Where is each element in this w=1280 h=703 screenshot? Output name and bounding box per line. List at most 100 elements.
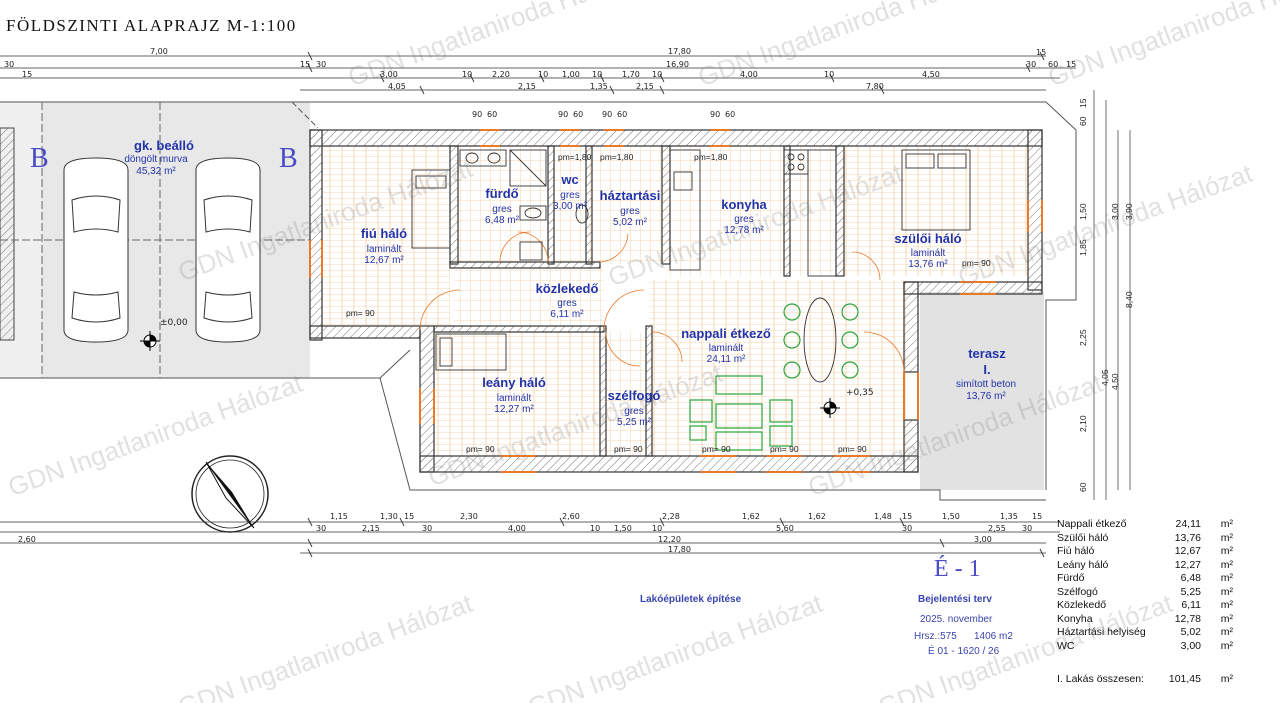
dim-label: 17,80	[668, 47, 691, 56]
room-floor: simított beton	[955, 379, 1017, 390]
window-label: 90	[558, 110, 569, 119]
sheet-number: É - 1	[934, 556, 981, 582]
dim-label: 4,05	[1100, 369, 1110, 386]
dim-label: 15	[1032, 512, 1043, 521]
summary-value: 6,48	[1180, 572, 1201, 584]
dim-label: 60	[1078, 116, 1088, 126]
window-label: 90	[602, 110, 613, 119]
summary-unit: m²	[1220, 639, 1233, 652]
dim-label: 30	[1026, 60, 1037, 69]
room-name: fürdő	[485, 186, 519, 201]
room-name: háztartási	[599, 188, 661, 203]
dim-label: 1,30	[380, 512, 398, 521]
room-floor: laminált	[496, 393, 532, 404]
summary-value: 12,67	[1174, 545, 1201, 557]
dim-label: 30	[4, 60, 15, 69]
level-marker-living	[820, 398, 840, 418]
dim-label: 30	[316, 60, 327, 69]
dim-label: 1,50	[614, 524, 632, 533]
dim-label: 15	[902, 512, 913, 521]
summary-unit: m²	[1220, 626, 1233, 638]
dim-label: 10	[590, 524, 601, 533]
dim-label: 16,90	[666, 60, 689, 69]
dim-label: 1,50	[1078, 203, 1088, 220]
dim-label: 1,62	[742, 512, 760, 521]
dim-label: 2,15	[636, 82, 654, 91]
door-label: pm= 90	[838, 444, 867, 454]
room-floor: laminált	[708, 343, 744, 354]
dim-label: 1,70	[622, 70, 640, 79]
dim-label: 1,15	[330, 512, 348, 521]
summary-value: 12,27	[1174, 558, 1201, 571]
room-area: 13,76 m²	[908, 259, 948, 270]
dim-label: 10	[592, 70, 603, 79]
room-floor: gres	[620, 206, 640, 217]
section-marker-right: B	[279, 143, 298, 174]
dim-label: 15	[404, 512, 415, 521]
dim-label: 2,28	[662, 512, 680, 521]
parcel-label: Hrsz.:575	[914, 631, 957, 642]
dim-label: 15	[1036, 48, 1047, 57]
summary-unit: m²	[1220, 572, 1233, 584]
summary-name: Szülői háló	[1057, 531, 1109, 544]
dim-label: 15	[22, 70, 33, 79]
dim-label: 10	[652, 70, 663, 79]
door-label: pm= 90	[770, 444, 799, 454]
plan-type-label: Bejelentési terv	[918, 594, 992, 605]
room-area: 12,27 m²	[494, 404, 534, 415]
drawing-title: FÖLDSZINTI ALAPRAJZ M-1:100	[6, 16, 297, 35]
dim-label: 15	[1078, 98, 1088, 108]
room-name: wc	[561, 172, 579, 187]
level-marker-carport	[140, 331, 160, 351]
room-name: nappali étkező	[681, 326, 771, 341]
summary-unit: m²	[1220, 585, 1233, 598]
room-area: 5,25 m²	[617, 417, 651, 428]
window-label: 90	[710, 110, 721, 119]
door-label: pm= 90	[466, 444, 495, 454]
dim-label: 17,80	[668, 545, 691, 554]
window-label: 90	[472, 110, 483, 119]
dim-label: 1,35	[1000, 512, 1018, 521]
room-name: gk. beálló	[134, 138, 194, 153]
window-label: 60	[487, 110, 498, 119]
dim-label: 4,50	[922, 70, 940, 79]
floor-szelfogo	[604, 332, 650, 456]
dim-label: 4,00	[508, 524, 526, 533]
dim-label: 60	[1078, 482, 1088, 492]
room-name: terasz	[968, 346, 1006, 361]
summary-value: 5,25	[1180, 585, 1201, 598]
dim-label: 30	[316, 524, 327, 533]
room-floor: laminált	[910, 248, 946, 259]
terrace-area	[920, 292, 1044, 490]
dim-label: 10	[824, 70, 835, 79]
dim-label: 2,60	[18, 535, 36, 544]
floor-nappali	[650, 280, 906, 456]
car-left	[63, 157, 129, 343]
wall-east	[1027, 129, 1043, 291]
summary-name: Háztartási helyiség	[1057, 626, 1146, 638]
room-area: 24,11 m²	[706, 354, 746, 365]
dim-label: 30	[422, 524, 433, 533]
room-area: 5,02 m²	[613, 217, 647, 228]
parcel-area-label: 1406 m2	[974, 631, 1013, 642]
room-floor: gres	[624, 406, 644, 417]
total-unit: m²	[1220, 673, 1233, 685]
level-label: +0,35	[846, 388, 874, 398]
floor-kozlekedo	[454, 268, 604, 326]
door-label: pm=1,80	[600, 152, 634, 162]
window-label: 60	[725, 110, 736, 119]
floor-leany-halo	[434, 332, 604, 456]
summary-unit: m²	[1220, 545, 1233, 557]
